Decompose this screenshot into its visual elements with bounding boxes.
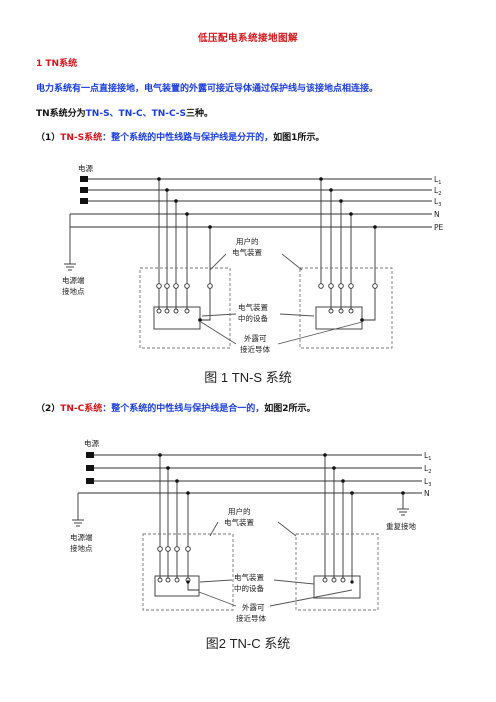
fig2-source-terminal bbox=[86, 465, 94, 471]
fig2-label-l2: L2 bbox=[424, 464, 431, 475]
fig2-exposed-1: 外露可 bbox=[242, 602, 265, 612]
fig1-equipment-right bbox=[315, 306, 363, 330]
item-2-desc: ：整个系统的中性线与保护线是合一的， bbox=[102, 404, 265, 414]
fig1-exposed-2: 接近导体 bbox=[240, 344, 270, 354]
fig1-equipment-1: 电气装置 bbox=[238, 302, 268, 312]
fig1-label-n: N bbox=[434, 210, 440, 219]
intro-text: TN系统分为TN-S、TN-C、TN-C-S三种。 bbox=[36, 106, 213, 119]
fig2-source-terminal bbox=[86, 478, 94, 484]
fig1-user-device-2: 电气装置 bbox=[232, 247, 262, 257]
fig1-label-l2: L2 bbox=[434, 186, 441, 197]
fig2-label-n: N bbox=[424, 489, 430, 498]
document-title: 低压配电系统接地图解 bbox=[197, 33, 298, 44]
item-1-desc: ：整个系统的中性线路与保护线是分开的， bbox=[102, 133, 274, 143]
fig1-exposed-1: 外露可 bbox=[244, 333, 267, 343]
item-1-text: （1）TN-S系统：整个系统的中性线路与保护线是分开的，如图1所示。 bbox=[36, 130, 324, 143]
fig1-label-l3: L3 bbox=[434, 197, 441, 208]
fig2-equipment-2: 中的设备 bbox=[234, 583, 264, 593]
intro-prefix: TN系统分为 bbox=[36, 109, 86, 119]
fig2-equipment-1: 电气装置 bbox=[234, 572, 264, 582]
item-1-ref: 如图1所示。 bbox=[273, 133, 325, 143]
fig2-source-label: 电源 bbox=[84, 438, 99, 448]
fig2-label-l3: L3 bbox=[424, 477, 431, 488]
fig2-exposed-2: 接近导体 bbox=[236, 613, 266, 623]
fig2-ground-1: 电源端 bbox=[70, 532, 93, 542]
fig1-label-l1: L1 bbox=[434, 175, 441, 186]
item-2-num: （2） bbox=[36, 404, 61, 414]
fig2-label-l1: L1 bbox=[424, 451, 431, 462]
fig2-source-terminal bbox=[86, 452, 94, 458]
fig1-source-terminal bbox=[80, 187, 88, 193]
figure-1-caption: 图 1 TN-S 系统 bbox=[204, 370, 292, 385]
fig2-repeat-ground: 重复接地 bbox=[386, 521, 416, 531]
figure-2-caption: 图2 TN-C 系统 bbox=[205, 636, 291, 651]
fig1-user-box-left bbox=[139, 267, 231, 349]
intro-suffix: 三种。 bbox=[186, 109, 214, 119]
section-heading: 1 TN系统 bbox=[36, 59, 78, 69]
fig1-source-terminal bbox=[80, 198, 88, 204]
fig1-source-label: 电源 bbox=[78, 163, 93, 173]
fig1-ground-2: 接地点 bbox=[62, 286, 85, 296]
intro-types: TN-S、TN-C、TN-C-S bbox=[85, 109, 187, 119]
fig1-equipment-2: 中的设备 bbox=[238, 313, 268, 323]
item-2-name: TN-C系统 bbox=[60, 404, 103, 414]
item-1-num: （1） bbox=[36, 133, 61, 143]
definition-text: 电力系统有一点直接接地，电气装置的外露可接近导体通过保护线与该接地点相连接。 bbox=[36, 84, 379, 94]
fig2-ground-2: 接地点 bbox=[70, 543, 93, 553]
item-1-name: TN-S系统 bbox=[60, 133, 103, 143]
fig1-source-terminal bbox=[80, 176, 88, 182]
fig1-label-pe: PE bbox=[434, 223, 444, 232]
fig1-user-box-right bbox=[299, 267, 393, 349]
fig2-equipment-left bbox=[154, 575, 200, 597]
fig2-user-box-right bbox=[295, 533, 379, 611]
fig1-equipment-left bbox=[153, 306, 201, 330]
fig1-ground-1: 电源端 bbox=[62, 275, 85, 285]
item-2-ref: 如图2所示。 bbox=[264, 404, 316, 414]
fig2-user-device-1: 用户的 bbox=[228, 506, 251, 516]
fig2-equipment-right bbox=[313, 575, 361, 599]
fig1-user-device-1: 用户的 bbox=[236, 236, 259, 246]
item-2-text: （2）TN-C系统：整个系统的中性线与保护线是合一的，如图2所示。 bbox=[36, 401, 316, 414]
fig2-user-box-left bbox=[142, 533, 234, 611]
fig2-user-device-2: 电气装置 bbox=[224, 517, 254, 527]
